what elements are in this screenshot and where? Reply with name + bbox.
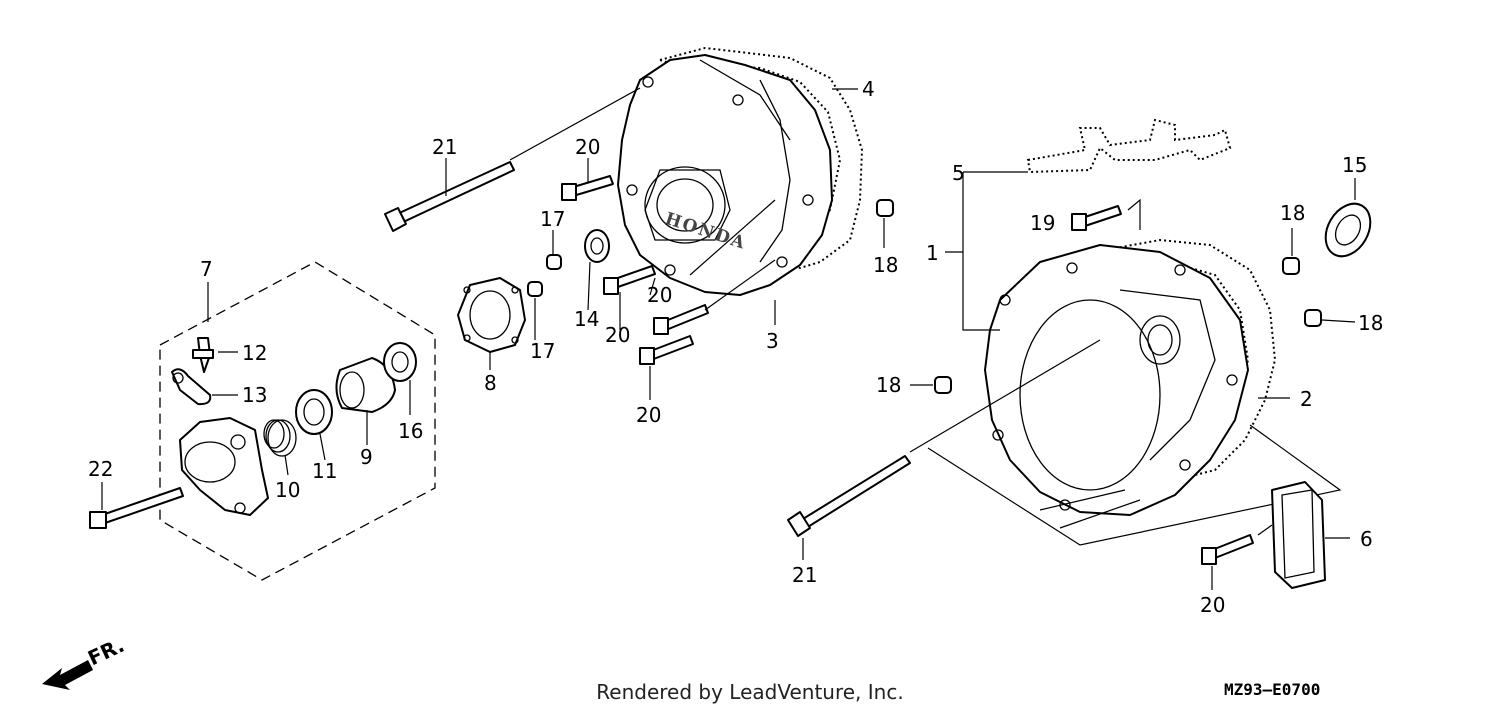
part-15-oil-seal[interactable] xyxy=(1317,196,1380,264)
part-14-oil-seal[interactable] xyxy=(584,229,610,263)
callout-1: 1 xyxy=(926,241,939,265)
callout-4: 4 xyxy=(862,77,875,101)
part-13-cap[interactable] xyxy=(171,368,212,406)
callout-18-a: 18 xyxy=(1280,201,1305,225)
part-21-long-bolt-a[interactable] xyxy=(384,161,515,232)
callout-9: 9 xyxy=(360,445,373,469)
part-20-bolt-e[interactable] xyxy=(1201,534,1254,565)
callout-2: 2 xyxy=(1300,387,1313,411)
part-21-long-bolt-b[interactable] xyxy=(787,455,911,537)
part-19-bolt[interactable] xyxy=(1071,205,1122,231)
callout-20-b: 20 xyxy=(647,283,672,307)
callout-18-upper: 18 xyxy=(873,253,898,277)
part-6-plate[interactable] xyxy=(1271,481,1326,589)
part-22-bolt[interactable] xyxy=(89,487,184,529)
callout-16: 16 xyxy=(398,419,423,443)
callout-15: 15 xyxy=(1342,153,1367,177)
callout-22: 22 xyxy=(88,457,113,481)
callout-18-b: 18 xyxy=(1358,311,1383,335)
callout-8: 8 xyxy=(484,371,497,395)
callout-12: 12 xyxy=(242,341,267,365)
part-8-gasket[interactable] xyxy=(457,277,526,353)
callout-21-upper: 21 xyxy=(432,135,457,159)
part-18-dowel-upper[interactable] xyxy=(876,199,894,217)
part-20-bolt-b[interactable] xyxy=(603,265,656,295)
part-18-dowel-a[interactable] xyxy=(1282,257,1300,275)
part-7-housing[interactable] xyxy=(179,417,269,516)
callout-18-c: 18 xyxy=(876,373,901,397)
callout-6: 6 xyxy=(1360,527,1373,551)
callout-19: 19 xyxy=(1030,211,1055,235)
callout-21-lower: 21 xyxy=(792,563,817,587)
front-direction-label: FR. xyxy=(84,633,128,670)
callout-14: 14 xyxy=(574,307,599,331)
callout-17-a: 17 xyxy=(540,207,565,231)
part-20-bolt-d[interactable] xyxy=(639,335,694,365)
part-12-bleeder[interactable] xyxy=(192,337,214,373)
part-5-plate[interactable] xyxy=(1026,118,1232,174)
callout-13: 13 xyxy=(242,383,267,407)
part-16-bearing[interactable] xyxy=(383,342,417,382)
footer-credit: Rendered by LeadVenture, Inc. xyxy=(596,680,904,704)
callout-20-d: 20 xyxy=(636,403,661,427)
part-10-spring[interactable] xyxy=(263,419,297,457)
part-11-bearing[interactable] xyxy=(295,389,333,435)
callout-3: 3 xyxy=(766,329,779,353)
callout-20-a: 20 xyxy=(575,135,600,159)
diagram-code: MZ93—E0700 xyxy=(1224,680,1321,699)
callout-17-b: 17 xyxy=(530,339,555,363)
part-4-front-cover[interactable]: HONDA xyxy=(617,46,864,296)
part-20-bolt-a[interactable] xyxy=(561,175,614,201)
part-18-dowel-c[interactable] xyxy=(934,376,952,394)
callout-20-c: 20 xyxy=(605,323,630,347)
callout-5: 5 xyxy=(952,161,965,185)
callout-7: 7 xyxy=(200,257,213,281)
part-2-rear-case[interactable] xyxy=(984,238,1277,516)
part-7-assembly-box xyxy=(159,261,436,581)
callout-20-e: 20 xyxy=(1200,593,1225,617)
part-20-bolt-c[interactable] xyxy=(653,304,709,335)
callout-10: 10 xyxy=(275,478,300,502)
part-17-dowel-pin-b[interactable] xyxy=(527,281,543,297)
part-18-dowel-b[interactable] xyxy=(1304,309,1322,327)
part-17-dowel-pin-a[interactable] xyxy=(546,254,562,270)
callout-11: 11 xyxy=(312,459,337,483)
